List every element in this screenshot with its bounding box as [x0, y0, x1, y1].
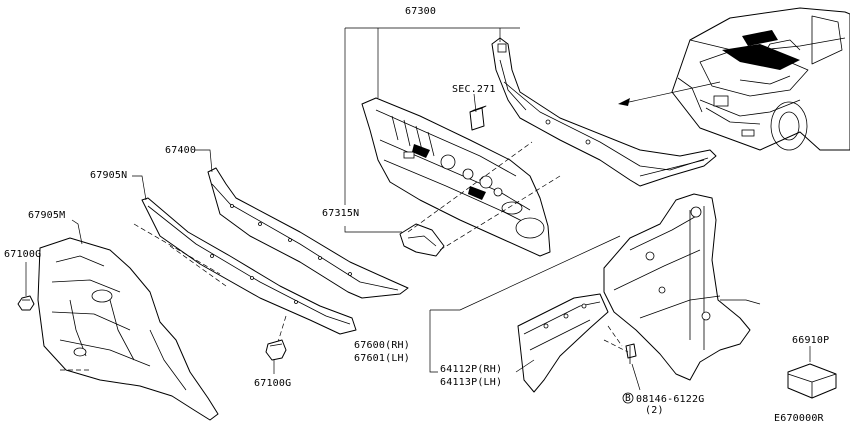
insulator-67905m [37, 237, 219, 421]
part-66910p-block [787, 363, 837, 399]
bolt-circle-marker [622, 392, 634, 404]
leader-bolt [631, 363, 641, 391]
clip-67100g-left [17, 295, 35, 311]
cowl-67905n [141, 197, 357, 335]
leader-67600-bracket [429, 310, 438, 373]
leader-sec271 [473, 93, 477, 113]
leader-67905n [132, 175, 147, 201]
dashed-guide-1 [407, 141, 533, 233]
label-67100g-bottom: 67100G [254, 378, 291, 389]
sec271-component [469, 105, 487, 131]
label-67300: 67300 [405, 6, 436, 17]
dash-side-panel [603, 193, 761, 381]
label-bolt-marker: B [625, 393, 631, 404]
dashed-guide-7 [607, 325, 623, 347]
insulator-67315n [399, 223, 445, 257]
clip-67100g-bottom [265, 339, 287, 361]
label-bolt-part: 08146-6122G [636, 394, 704, 405]
dashed-guide-3 [133, 223, 221, 275]
label-67315n: 67315N [322, 208, 359, 219]
leader-67400 [195, 149, 213, 173]
label-67601: 67601(LH) [354, 353, 410, 364]
bolt-08146 [625, 343, 637, 364]
label-67600: 67600(RH) [354, 340, 410, 351]
label-sec271: SEC.271 [452, 84, 496, 95]
label-bolt-qty: (2) [645, 405, 664, 416]
label-67100g-left: 67100G [4, 249, 41, 260]
cowl-top-67400 [207, 167, 409, 299]
hood-ledge-reinforcement [517, 293, 609, 393]
label-67905m: 67905M [28, 210, 65, 221]
dashed-guide-4 [169, 245, 227, 287]
leader-64112p [515, 359, 535, 373]
vehicle-locator-illustration [618, 7, 850, 151]
dashed-guide-5 [277, 315, 287, 343]
dashed-guide-8 [603, 339, 629, 353]
leader-67315n [344, 226, 402, 233]
diagram-code: E670000R [774, 413, 825, 424]
label-67905n: 67905N [90, 170, 127, 181]
label-64112p: 64112P(RH) [440, 364, 502, 375]
dash-panel [361, 97, 551, 257]
leader-67905m [71, 219, 83, 245]
label-64113p: 64113P(LH) [440, 377, 502, 388]
label-66910p: 66910P [792, 335, 829, 346]
leader-67600 [430, 235, 621, 311]
upper-dash-panel [491, 37, 717, 187]
label-67400: 67400 [165, 145, 196, 156]
